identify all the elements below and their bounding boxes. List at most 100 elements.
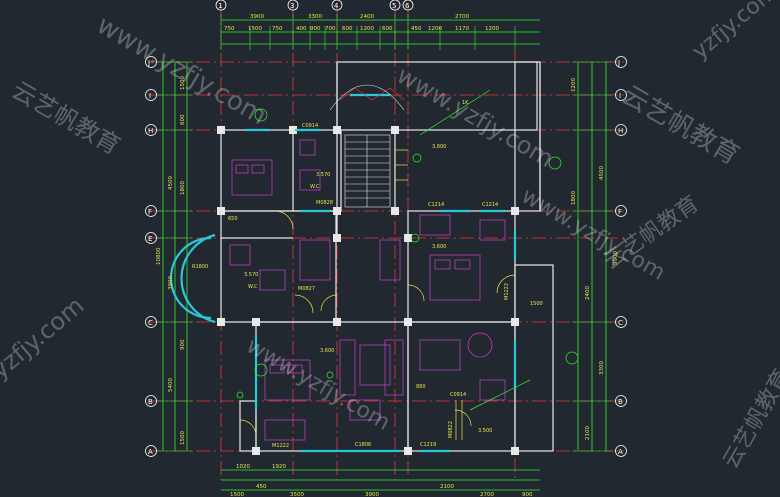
dim-bottom: 1020 (236, 464, 250, 470)
dim-left: 1800 (180, 181, 186, 195)
staircase (329, 84, 405, 208)
axis-right-a: A (618, 448, 623, 456)
door-tag: M0822 (448, 421, 454, 438)
axis-right-j: J (617, 59, 620, 67)
dim-top: 600 (382, 26, 393, 32)
wc-label: W.C (248, 284, 258, 290)
dim-top: 2400 (360, 14, 374, 20)
dim-left: 10800 (156, 247, 162, 265)
window-tag: C1219 (420, 442, 436, 448)
watermark: yzfjy.com (0, 291, 89, 384)
axis-right-h: H (618, 127, 623, 135)
doors (239, 149, 516, 440)
dim-top: 1200 (360, 26, 374, 32)
axis-left-f: F (148, 208, 152, 216)
door-tag: M0828 (316, 200, 333, 206)
axis-left-b: B (148, 398, 153, 406)
dim-right: 2100 (585, 426, 591, 440)
window-tag: C0914 (302, 123, 318, 129)
axis-right-b: B (618, 398, 623, 406)
elevation-label: 3.800 (432, 144, 446, 150)
watermark: yzfjy.com (688, 0, 780, 65)
dim-bottom: 1920 (272, 464, 286, 470)
watermark: 云艺帆教育 (617, 80, 745, 171)
dim-left: 600 (180, 114, 186, 125)
dim-right: 2400 (585, 286, 591, 300)
elevation-label: 3.600 (320, 348, 334, 354)
dim-left: 900 (180, 339, 186, 350)
dim-bottom: 900 (522, 492, 533, 497)
dim-right: 3300 (599, 361, 605, 375)
dim-label: 880 (416, 384, 426, 390)
elevation-label: 3.500 (478, 428, 492, 434)
dim-label: 1500 (530, 301, 543, 307)
window-tag: C1806 (355, 442, 371, 448)
dim-top: 1170 (455, 26, 469, 32)
axis-bubbles-left (145, 56, 157, 457)
axis-bubbles-top (215, 0, 414, 11)
note-label: 1K (462, 100, 469, 106)
dimension-lines (157, 14, 612, 491)
dim-right: 4500 (599, 166, 605, 180)
level-markers (236, 89, 579, 411)
window-tag: C0914 (450, 392, 466, 398)
dim-top: 900 (310, 26, 321, 32)
dim-top: 750 (224, 26, 235, 32)
dim-left: 1500 (180, 76, 186, 90)
dim-top: 700 (325, 26, 336, 32)
axis-top-1: 1 (218, 2, 222, 10)
axis-left-h: H (148, 127, 153, 135)
dim-bottom: 2700 (480, 492, 494, 497)
door-tag: M1222 (504, 283, 510, 300)
dim-top: 1500 (248, 26, 262, 32)
dim-top: 600 (342, 26, 353, 32)
watermark: 云艺帆教育 (7, 76, 125, 160)
elevation-label: 3.570 (244, 272, 258, 278)
radius-label: R1800 (192, 264, 208, 270)
dim-bottom: 2100 (440, 484, 454, 490)
axis-top-3: 3 (290, 2, 294, 10)
dim-label: 650 (228, 216, 238, 222)
dim-bottom: 3900 (365, 492, 379, 497)
dim-top: 400 (296, 26, 307, 32)
door-tag: M1222 (272, 443, 289, 449)
elevation-label: 3.600 (432, 244, 446, 250)
axis-top-5: 5 (392, 2, 396, 10)
axis-right-i: I (619, 92, 621, 100)
dim-left: 1500 (180, 431, 186, 445)
axis-top-4: 4 (334, 2, 339, 10)
axis-left-a: A (148, 448, 153, 456)
axis-left-j: J (147, 59, 150, 67)
windows (169, 93, 517, 453)
dim-left: 3900 (168, 276, 174, 290)
dim-left: 4500 (168, 176, 174, 190)
dim-right: 1800 (571, 191, 577, 205)
axis-top-6: 6 (405, 2, 410, 10)
door-tag: M0827 (298, 286, 315, 292)
axis-right-c: C (618, 319, 623, 327)
columns (217, 126, 519, 455)
dim-right: 1200 (571, 78, 577, 92)
furniture (229, 139, 506, 441)
watermark: www.yzfjy.com (392, 61, 558, 173)
axis-left-c: C (148, 319, 153, 327)
dim-bottom: 1500 (230, 492, 244, 497)
dim-top: 450 (411, 26, 422, 32)
wc-label: W.C (310, 184, 320, 190)
dim-top: 3300 (308, 14, 322, 20)
dim-bottom: 3500 (290, 492, 304, 497)
dim-top: 3900 (250, 14, 264, 20)
watermark: www.yzfjy.com (92, 10, 272, 131)
axis-bubbles-right (615, 56, 627, 457)
window-tag: C1214 (482, 202, 498, 208)
watermark: 云艺帆教育 (719, 365, 780, 473)
axis-left-e: E (148, 235, 152, 243)
window-tag: C1214 (428, 202, 444, 208)
dim-left: 5400 (168, 378, 174, 392)
axis-left-i: I (149, 92, 151, 100)
dim-top: 750 (272, 26, 283, 32)
dim-top: 1200 (485, 26, 499, 32)
elevation-label: 3.570 (316, 172, 330, 178)
axis-right-f: F (618, 208, 622, 216)
